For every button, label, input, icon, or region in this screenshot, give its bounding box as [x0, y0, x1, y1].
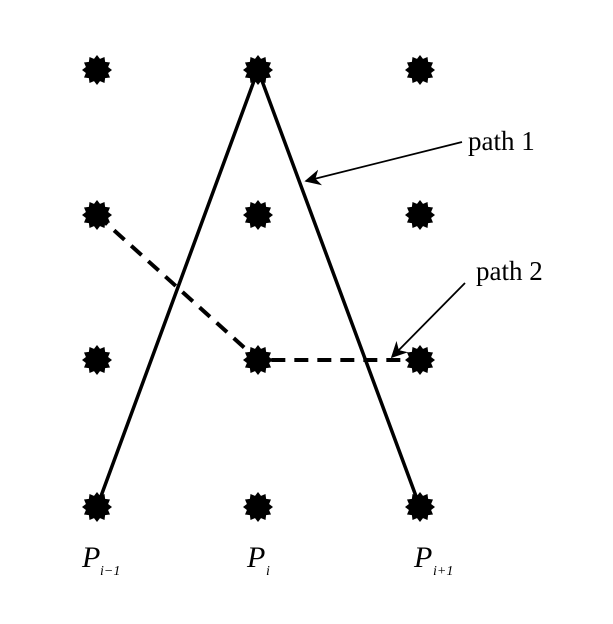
- path-2-line: [95, 213, 420, 362]
- path-1-label: path 1: [468, 126, 535, 156]
- column-label-left: P i−1: [81, 541, 120, 579]
- column-label-right-main: P: [413, 541, 432, 574]
- grid-dot: [405, 200, 435, 230]
- grid-dot: [82, 345, 112, 375]
- column-label-right: P i+1: [413, 541, 453, 579]
- grid-dot: [405, 55, 435, 85]
- column-label-center-sub: i: [266, 564, 270, 579]
- column-label-left-sub: i−1: [100, 564, 120, 579]
- path-1-arrow: [304, 141, 463, 186]
- path-1-line: [95, 64, 422, 508]
- column-label-center: P i: [246, 541, 270, 579]
- column-label-left-main: P: [81, 541, 100, 574]
- grid-dot: [82, 55, 112, 85]
- path-2-arrow: [390, 282, 466, 359]
- path-2-label: path 2: [476, 256, 543, 286]
- grid-dot: [243, 492, 273, 522]
- column-label-center-main: P: [246, 541, 265, 574]
- grid-dots: [82, 55, 435, 522]
- grid-dot: [243, 200, 273, 230]
- column-label-right-sub: i+1: [433, 564, 453, 579]
